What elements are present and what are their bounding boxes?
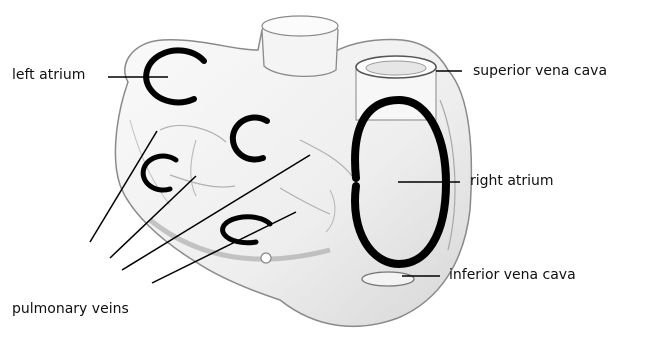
- inferior-vena-cava-opening: [362, 272, 414, 286]
- inferior-vena-cava-label: inferior vena cava: [449, 268, 576, 282]
- left-atrium-label: left atrium: [12, 68, 85, 82]
- superior-vena-cava-label: superior vena cava: [473, 64, 607, 78]
- right-atrium-label: right atrium: [470, 174, 554, 188]
- aortic-vessel-opening: [262, 16, 338, 36]
- sinus-node-dot: [261, 253, 271, 263]
- pulmonary-veins-label: pulmonary veins: [12, 302, 129, 316]
- heart-illustration: [115, 16, 471, 326]
